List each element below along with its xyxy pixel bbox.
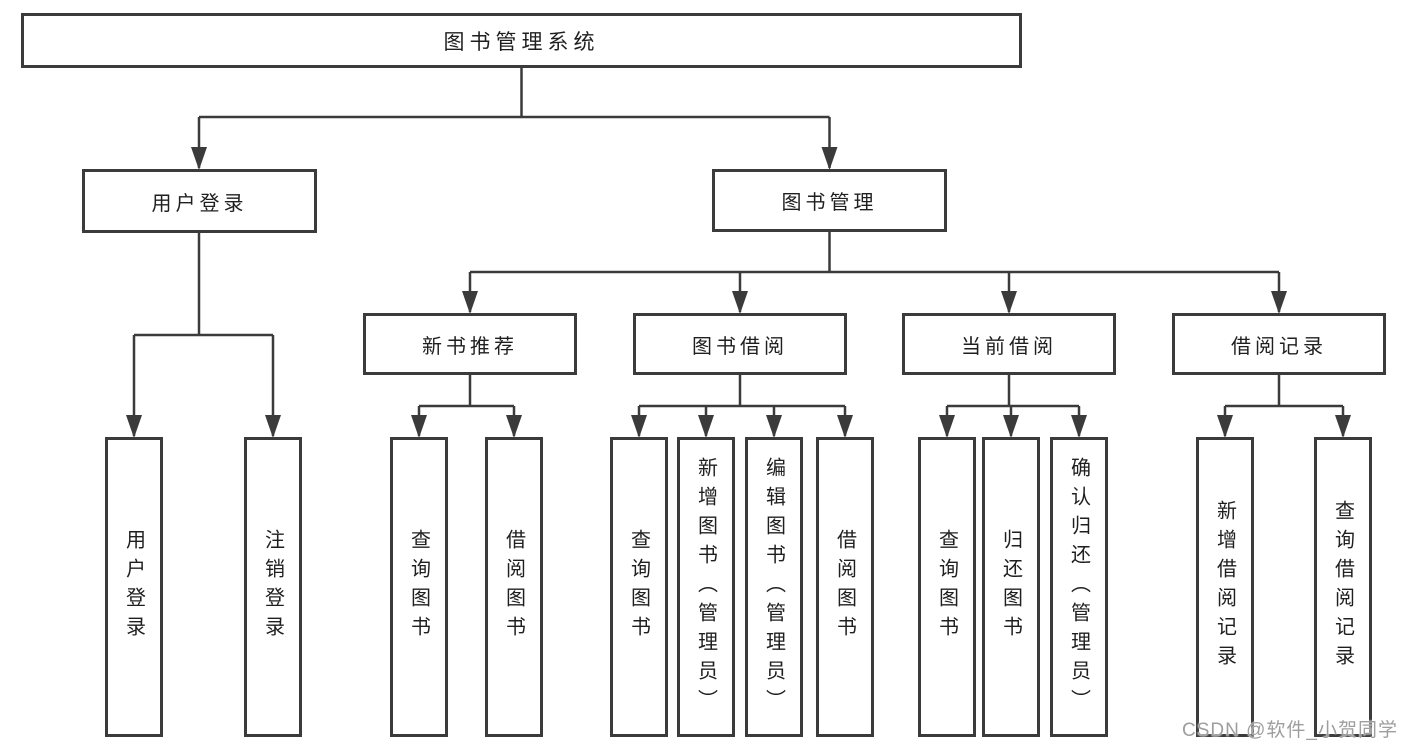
node-current-borrowing: 当前借阅 <box>902 313 1116 375</box>
leaf-borrow-books: 借阅图书 <box>816 437 874 737</box>
leaf-query-borrow-record: 查询借阅记录 <box>1314 437 1372 737</box>
leaf-query-books-current: 查询图书 <box>918 437 976 737</box>
node-user-login: 用户登录 <box>82 169 317 233</box>
leaf-confirm-return-admin: 确认归还（管理员） <box>1050 437 1108 737</box>
leaf-edit-book-admin: 编辑图书（管理员） <box>745 437 803 737</box>
leaf-return-books: 归还图书 <box>982 437 1040 737</box>
leaf-query-books-recommend: 查询图书 <box>390 437 448 737</box>
leaf-borrow-books-recommend: 借阅图书 <box>485 437 543 737</box>
leaf-logout: 注销登录 <box>244 437 302 737</box>
node-borrow-records: 借阅记录 <box>1172 313 1386 375</box>
node-book-management: 图书管理 <box>712 169 947 232</box>
leaf-user-login: 用户登录 <box>105 437 163 737</box>
leaf-add-borrow-record: 新增借阅记录 <box>1196 437 1254 737</box>
watermark-text: CSDN @软件_小贺同学 <box>1182 720 1398 741</box>
node-book-borrowing: 图书借阅 <box>633 313 847 375</box>
leaf-add-book-admin: 新增图书（管理员） <box>677 437 735 737</box>
node-new-book-recommend: 新书推荐 <box>363 313 577 375</box>
node-root-library-system: 图书管理系统 <box>21 13 1022 68</box>
leaf-query-books-borrowing: 查询图书 <box>610 437 668 737</box>
